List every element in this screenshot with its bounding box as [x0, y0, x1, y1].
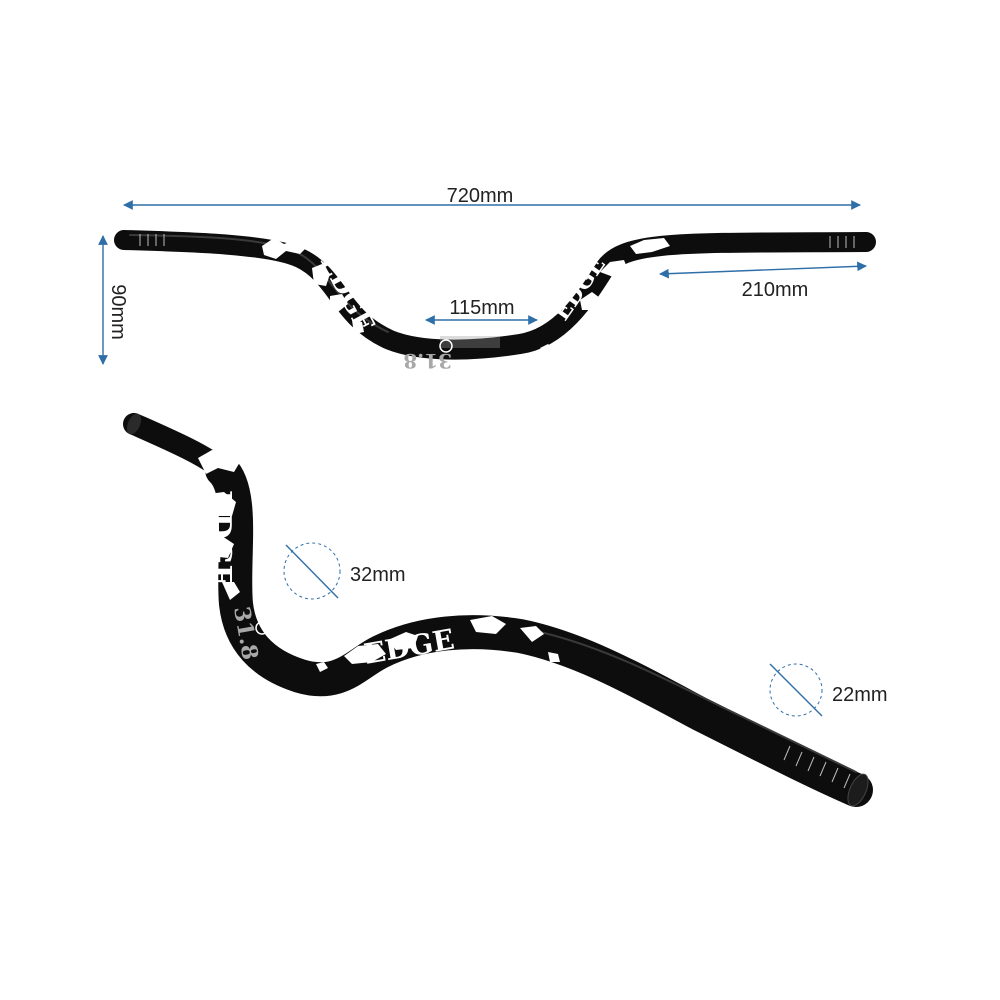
clamp-diameter-circle	[283, 542, 341, 600]
clamp-diameter-line	[285, 544, 339, 599]
rise-dimension-label: 90mm	[107, 284, 129, 340]
center-dimension-label: 115mm	[449, 297, 514, 319]
grip-dimension-line	[659, 261, 867, 279]
grip-diameter-line	[769, 663, 823, 717]
clamp-diameter-label: 32mm	[350, 564, 406, 586]
clamp-diameter-dimension: 32mm	[283, 542, 406, 600]
width-dimension-label: 720mm	[447, 185, 514, 207]
width-dimension: 720mm	[123, 185, 861, 210]
angled-bar-center-emblem	[255, 621, 269, 635]
grip-diameter-circle	[769, 663, 823, 717]
center-dimension: 115mm	[425, 297, 538, 325]
angled-view-handlebar: EDGE 31.8 EDGE	[123, 413, 873, 807]
rise-dimension: 90mm	[98, 235, 129, 365]
angled-bar-wordmark: EDGE	[361, 623, 456, 671]
front-bar-clamp-mark: 31.8	[403, 349, 452, 373]
grip-diameter-dimension: 22mm	[769, 663, 888, 717]
grip-diameter-label: 22mm	[832, 684, 888, 706]
front-bar-center-emblem	[439, 339, 453, 353]
front-bar-logo-left: EDGE	[314, 249, 380, 338]
angled-bar-right-end	[847, 773, 869, 807]
angled-bar-splash-graphic	[198, 450, 560, 672]
front-bar-left-ticks	[139, 234, 165, 246]
angled-bar-grip-rings	[783, 745, 851, 789]
front-bar-splash-graphic	[262, 238, 670, 354]
angled-bar-left-end	[126, 413, 142, 435]
grip-dimension-label: 210mm	[742, 279, 809, 301]
angled-bar-logo-vertical: EDGE	[202, 490, 237, 587]
grip-dimension: 210mm	[659, 261, 867, 301]
front-bar-right-ticks	[829, 236, 855, 248]
angled-bar-highlight	[539, 631, 857, 773]
